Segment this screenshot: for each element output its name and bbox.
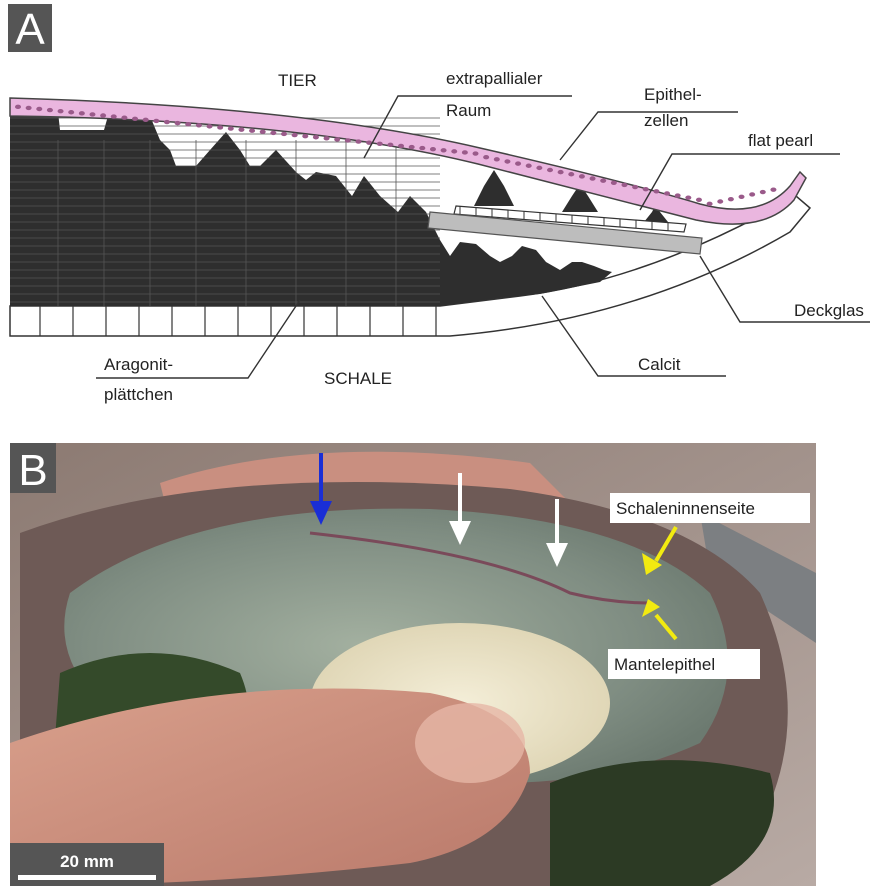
thumbnail [415,703,525,783]
label-mantelepithel: Mantelepithel [614,655,715,674]
label-extrapallial: extrapallialer [446,69,543,88]
label-flat-pearl: flat pearl [748,131,813,150]
label-epithel: Epithel- [644,85,702,104]
panel-b-illustration: B Schaleninnenseite Mantelepithel 20 mm [10,443,816,886]
panel-a-diagram: A TIER extrapallialer Raum [0,0,886,430]
label-schale: SCHALE [324,369,392,388]
panel-a-label: A [8,4,52,54]
label-zellen: zellen [644,111,688,130]
callout-schaleninnenseite: Schaleninnenseite [610,493,810,523]
panel-b-letter: B [18,446,47,495]
scale-bar-label: 20 mm [60,852,114,871]
panel-a: A TIER extrapallialer Raum [0,0,886,430]
label-raum: Raum [446,101,491,120]
panel-a-letter: A [15,5,45,54]
label-plaettchen: plättchen [104,385,173,404]
label-deckglas: Deckglas [794,301,864,320]
label-tier: TIER [278,71,317,90]
scale-bar: 20 mm [10,843,164,886]
callout-mantelepithel: Mantelepithel [608,649,760,679]
panel-b-photo: B Schaleninnenseite Mantelepithel 20 mm [10,443,816,886]
label-calcit: Calcit [638,355,681,374]
label-schaleninnenseite: Schaleninnenseite [616,499,755,518]
scale-bar-line [18,875,156,880]
label-aragonit: Aragonit- [104,355,173,374]
